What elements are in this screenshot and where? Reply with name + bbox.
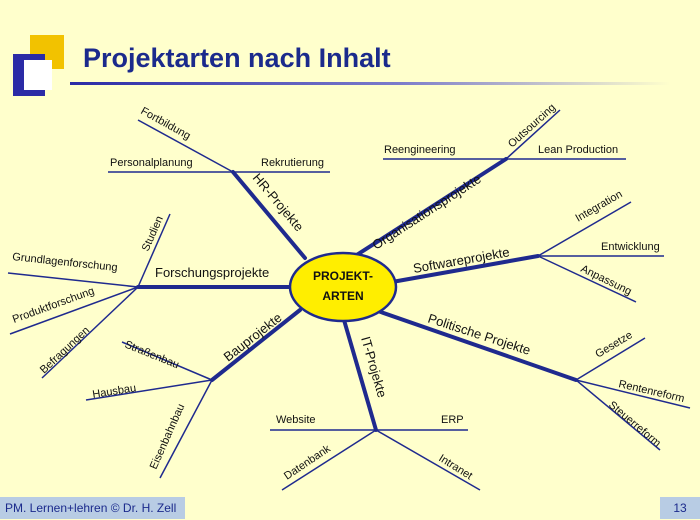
page-number: 13: [660, 497, 700, 519]
branch-line-bau: [210, 308, 302, 382]
branch-line-it: [342, 318, 378, 432]
item-label-rentenreform: Rentenreform: [617, 378, 685, 405]
item-label-lean-production: Lean Production: [538, 144, 618, 156]
twig-line: [9, 286, 139, 335]
branch-line-software: [390, 254, 540, 284]
footer-copyright: PM. Lernen+lehren © Dr. H. Zell: [0, 497, 185, 519]
twig-line: [537, 201, 632, 257]
item-label-personalplanung: Personalplanung: [110, 157, 193, 169]
item-label-outsourcing: Outsourcing: [506, 102, 558, 151]
twig-line: [505, 109, 561, 160]
item-label-fortbildung: Fortbildung: [139, 105, 193, 142]
title-underline: [70, 82, 670, 85]
item-label-gesetze: Gesetze: [593, 329, 634, 360]
decor-square-white: [22, 60, 52, 90]
branch-line-politik: [373, 308, 578, 382]
branch-label-org: Organisationsprojekte: [369, 171, 483, 252]
item-label-erp: ERP: [441, 414, 464, 426]
item-label-steuerreform: Steuerreform: [606, 399, 663, 449]
twig-line: [575, 337, 646, 381]
item-label-anpassung: Anpassung: [579, 263, 634, 298]
twig-line: [137, 213, 171, 288]
branch-line-hr: [231, 170, 307, 260]
item-label-website: Website: [276, 414, 316, 426]
twig-line: [159, 379, 213, 479]
item-label-rekrutierung: Rekrutierung: [261, 157, 324, 169]
twig-line: [375, 429, 481, 491]
center-label-line2: ARTEN: [322, 289, 363, 303]
item-label-grundlagenforschung: Grundlagenforschung: [12, 251, 118, 274]
mind-map: PROJEKT- ARTEN HR-Projekte Organisations…: [7, 102, 691, 491]
center-label-line1: PROJEKT-: [313, 269, 373, 283]
twig-line: [85, 379, 213, 401]
item-label-produktforschung: Produktforschung: [11, 285, 96, 326]
twig-line: [281, 429, 377, 491]
twig-line: [7, 272, 139, 288]
branch-label-forschung: Forschungsprojekte: [155, 265, 269, 280]
item-label-strassenbau: Straßenbau: [123, 339, 181, 372]
twig-line: [41, 286, 139, 379]
branch-line-org: [350, 157, 508, 260]
item-label-entwicklung: Entwicklung: [601, 241, 660, 253]
center-ellipse: [288, 251, 398, 323]
branch-label-bau: Bauprojekte: [221, 310, 285, 365]
item-label-reengineering: Reengineering: [384, 144, 456, 156]
twig-line: [137, 119, 234, 173]
twig-line: [575, 379, 661, 451]
twig-line: [121, 341, 213, 381]
item-label-hausbau: Hausbau: [92, 382, 137, 401]
twig-line: [575, 379, 691, 409]
item-label-befragungen: Befragungen: [38, 324, 92, 376]
item-label-integration: Integration: [574, 188, 625, 224]
slide-title: Projektarten nach Inhalt: [83, 43, 391, 73]
twig-line: [537, 255, 637, 303]
